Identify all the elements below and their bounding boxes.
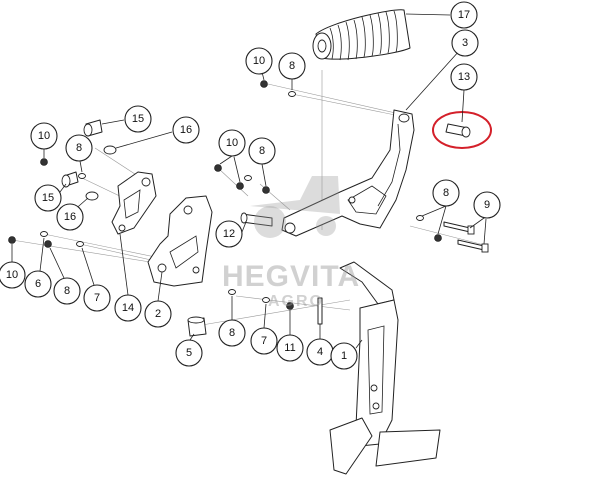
brand-watermark: HEGVITA AGRO — [222, 176, 360, 310]
callout-14: 14 — [114, 233, 142, 322]
callout-6: 6 — [24, 237, 52, 298]
pedal-arm — [281, 109, 415, 237]
callout-9: 9 — [469, 191, 501, 245]
callout-8-f: 8 — [218, 296, 246, 347]
svg-text:10: 10 — [253, 55, 265, 67]
svg-text:8: 8 — [229, 327, 235, 339]
callout-16-b: 16 — [56, 197, 89, 231]
callout-15-a: 15 — [101, 105, 152, 133]
svg-text:4: 4 — [317, 346, 323, 358]
callout-1: 1 — [330, 339, 363, 370]
svg-text:17: 17 — [458, 9, 470, 21]
svg-text:8: 8 — [76, 142, 82, 154]
svg-text:12: 12 — [223, 228, 235, 240]
svg-text:8: 8 — [289, 60, 295, 72]
bracket-plate — [111, 171, 157, 235]
callout-3: 3 — [405, 29, 479, 111]
svg-text:7: 7 — [261, 335, 267, 347]
watermark-sub: AGRO — [268, 293, 324, 310]
callout-7-b: 7 — [250, 303, 278, 355]
svg-text:6: 6 — [35, 278, 41, 290]
svg-text:16: 16 — [180, 124, 192, 136]
svg-text:10: 10 — [226, 137, 238, 149]
callout-15-b: 15 — [34, 183, 67, 212]
svg-text:15: 15 — [132, 113, 144, 125]
callout-8-c: 8 — [248, 137, 276, 187]
svg-text:1: 1 — [341, 350, 347, 362]
callout-17: 17 — [405, 1, 478, 29]
svg-text:16: 16 — [64, 211, 76, 223]
svg-text:10: 10 — [6, 269, 18, 281]
callout-7-a: 7 — [81, 247, 111, 312]
pedal-bracket — [329, 261, 441, 475]
svg-text:11: 11 — [284, 342, 295, 354]
svg-text:9: 9 — [484, 199, 490, 211]
callout-4: 4 — [306, 324, 334, 366]
svg-text:14: 14 — [122, 302, 134, 314]
callout-8-d: 8 — [421, 179, 460, 235]
sleeve — [187, 316, 207, 337]
nuts-and-washers — [8, 80, 442, 325]
callout-10-c: 10 — [218, 129, 246, 183]
svg-text:2: 2 — [155, 308, 161, 320]
svg-text:10: 10 — [38, 130, 50, 142]
pin-13-highlighted — [432, 111, 492, 149]
bolts-9 — [443, 221, 489, 253]
callout-13: 13 — [450, 63, 478, 123]
svg-text:3: 3 — [462, 37, 468, 49]
watermark-brand: HEGVITA — [222, 260, 360, 293]
callout-5: 5 — [175, 333, 203, 367]
callout-10-a: 10 — [245, 47, 273, 81]
callout-12: 12 — [215, 220, 247, 248]
pin-12 — [240, 212, 273, 227]
svg-text:15: 15 — [42, 192, 54, 204]
svg-text:13: 13 — [458, 71, 470, 83]
svg-text:8: 8 — [443, 187, 449, 199]
bushings-and-washers — [61, 119, 117, 201]
svg-text:7: 7 — [94, 292, 100, 304]
callout-8-b: 8 — [65, 134, 93, 173]
svg-text:8: 8 — [259, 145, 265, 157]
svg-text:5: 5 — [186, 347, 192, 359]
svg-text:8: 8 — [64, 285, 70, 297]
callout-8-e: 8 — [49, 247, 81, 305]
callout-2: 2 — [144, 271, 172, 328]
callout-8-a: 8 — [278, 52, 306, 90]
rubber-bellows — [312, 9, 411, 61]
main-plate — [147, 195, 213, 287]
callout-11: 11 — [276, 310, 304, 362]
callout-10-d: 10 — [0, 244, 26, 289]
callout-16-a: 16 — [115, 116, 200, 149]
assembly-guide-lines — [11, 70, 489, 327]
callout-10-b: 10 — [30, 122, 58, 158]
